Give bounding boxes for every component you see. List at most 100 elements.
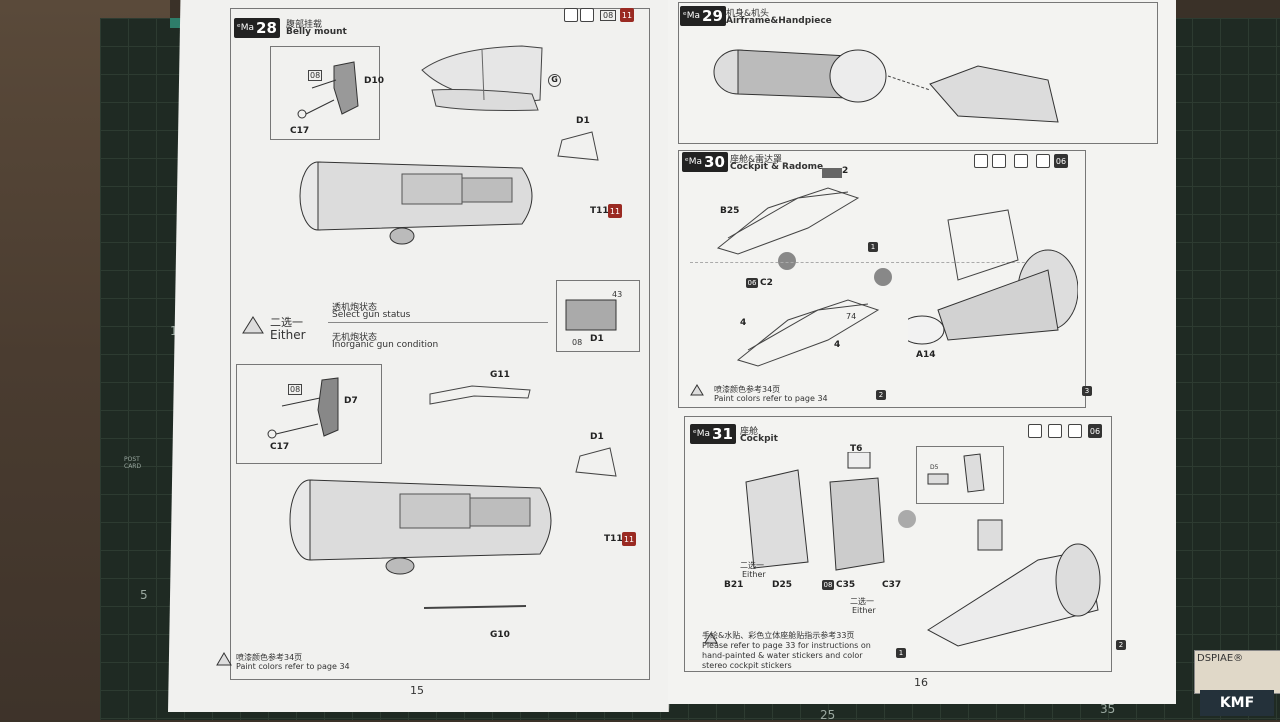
sub-step-3: 3 bbox=[1082, 386, 1092, 396]
step-logo: ᵉMa bbox=[237, 23, 255, 33]
step30-paint-note-cn: 喷漆颜色参考34页 bbox=[714, 385, 781, 394]
inset-num-43: 43 bbox=[612, 290, 623, 299]
step31-title-cn: 座舱 bbox=[740, 427, 759, 437]
tool-icon bbox=[1036, 154, 1050, 168]
label-g11: G11 bbox=[490, 370, 510, 380]
label-t11-top: T11 bbox=[590, 206, 609, 216]
label-d1-inset: D1 bbox=[590, 334, 604, 344]
d1-part-drawing bbox=[557, 131, 599, 161]
step28-number: 28 bbox=[256, 19, 277, 37]
step28-tag-08: 08 bbox=[600, 10, 617, 21]
either-en-b: Either bbox=[852, 606, 876, 615]
step-logo: ᵉMa bbox=[683, 11, 701, 21]
brand-box: DSPIAE® bbox=[1194, 650, 1280, 694]
label-c35: C35 bbox=[836, 580, 856, 590]
d10-inset bbox=[270, 46, 380, 140]
right-page-number: 16 bbox=[914, 676, 928, 689]
c2-badge: 06 bbox=[746, 278, 758, 288]
step31-tag: 06 bbox=[1088, 424, 1102, 438]
sticker-icon bbox=[1068, 424, 1082, 438]
step28-tag-11: 11 bbox=[620, 8, 634, 22]
d1-bottom-drawing bbox=[575, 447, 617, 477]
either-en-a: Either bbox=[742, 570, 766, 579]
step31-note-cn: 手绘&水贴、彩色立体座舱贴指示参考33页 bbox=[702, 631, 855, 640]
arrow-right-icon bbox=[874, 268, 892, 286]
label-4a: 4 bbox=[740, 318, 747, 328]
right-page-content: ᵉMa 29 机身&机头 Airframe&Handpiece ᵉMa 30 座… bbox=[668, 0, 1176, 704]
d1-inset bbox=[556, 280, 640, 352]
label-c2: C2 bbox=[760, 278, 773, 288]
label-g: G bbox=[548, 74, 561, 87]
d7-part-drawing bbox=[267, 377, 339, 439]
step29-title-cn: 机身&机头 bbox=[726, 9, 770, 19]
either-en: Either bbox=[270, 328, 306, 342]
cockpit-panels-drawing bbox=[745, 452, 885, 571]
label-c17-bottom: C17 bbox=[270, 442, 290, 452]
either-cn-b: 二选一 bbox=[850, 597, 874, 606]
belly-tank-drawing bbox=[421, 45, 543, 111]
left-page-number: 15 bbox=[410, 684, 424, 697]
label-d10: D10 bbox=[364, 76, 384, 86]
arrow-down-icon bbox=[778, 252, 796, 270]
label-d25: D25 bbox=[772, 580, 792, 590]
step31-sub-1: 1 bbox=[896, 648, 906, 658]
d7-inset bbox=[236, 364, 382, 464]
step31-note-en-3: stereo cockpit stickers bbox=[702, 661, 792, 670]
t11-top-badge: 11 bbox=[608, 204, 622, 218]
label-b25: B25 bbox=[720, 206, 740, 216]
ruler-mark-5: 5 bbox=[140, 588, 148, 602]
step28-frame bbox=[230, 8, 650, 680]
c35-badge: 08 bbox=[822, 580, 834, 590]
label-t6: T6 bbox=[850, 444, 863, 454]
label-t11-bottom: T11 bbox=[604, 534, 623, 544]
sub-step-1: 1 bbox=[868, 242, 878, 252]
option2-cn: 无机炮状态 bbox=[332, 333, 378, 343]
label-74: 74 bbox=[846, 312, 857, 321]
label-a14: A14 bbox=[916, 350, 936, 360]
step30-number: 30 bbox=[704, 153, 725, 171]
paint-warning-icon bbox=[216, 652, 232, 666]
label-d7: D7 bbox=[344, 396, 358, 406]
ruler-mark-bottom-35: 35 bbox=[1100, 702, 1116, 716]
label-c37: C37 bbox=[882, 580, 902, 590]
cockpit-tub-drawing-2 bbox=[736, 299, 880, 367]
step28-title-cn: 腹部挂载 bbox=[286, 20, 323, 30]
warning-icon bbox=[242, 316, 264, 334]
label-c17-top: C17 bbox=[290, 126, 310, 136]
step-logo: ᵉMa bbox=[685, 157, 703, 167]
d5-part-drawing bbox=[927, 453, 985, 493]
label-g10: G10 bbox=[490, 630, 510, 640]
ruler-tiny-postcard: POST CARD bbox=[124, 456, 142, 470]
g11-part-drawing bbox=[429, 385, 531, 405]
step30-title-en: Cockpit & Radome bbox=[730, 162, 824, 172]
step-logo: ᵉMa bbox=[693, 429, 711, 439]
label-d5: D5 bbox=[930, 464, 939, 471]
label-2: 2 bbox=[842, 166, 849, 176]
step31-note-warning-icon bbox=[704, 632, 718, 644]
label-b21: B21 bbox=[724, 580, 744, 590]
step31-note-en-1: Please refer to page 33 for instructions… bbox=[702, 641, 871, 650]
step31-title-en: Cockpit bbox=[740, 434, 778, 444]
fuselage-bottom-drawing bbox=[289, 479, 552, 575]
step30-paint-note-en: Paint colors refer to page 34 bbox=[714, 394, 828, 403]
either-divider bbox=[328, 322, 548, 323]
either-cn: 二选一 bbox=[270, 316, 303, 329]
d10-part-drawing bbox=[297, 61, 359, 119]
step31-sub-2: 2 bbox=[1116, 640, 1126, 650]
d10-small-08: 08 bbox=[308, 70, 323, 81]
label-d1-bottom: D1 bbox=[590, 432, 604, 442]
step29-number: 29 bbox=[702, 7, 723, 25]
step30-badge: ᵉMa 30 bbox=[682, 152, 728, 172]
option1-cn: 透机炮状态 bbox=[332, 303, 378, 313]
cockpit-tub-drawing-1 bbox=[716, 168, 860, 255]
d7-small-08: 08 bbox=[288, 384, 303, 395]
step31-frame bbox=[684, 416, 1112, 672]
paint-icon bbox=[1048, 424, 1062, 438]
paint-icon bbox=[992, 154, 1006, 168]
left-page-content: ᵉMa 28 腹部挂载 Belly mount 08 11 08 D10 C17… bbox=[172, 0, 668, 712]
step30-title-cn: 座舱&雷达罩 bbox=[730, 155, 783, 165]
airframe-drawing bbox=[713, 49, 1059, 123]
step30-divider bbox=[690, 262, 1070, 263]
inset-num-08: 08 bbox=[572, 338, 583, 347]
t11-bottom-badge: 11 bbox=[622, 532, 636, 546]
